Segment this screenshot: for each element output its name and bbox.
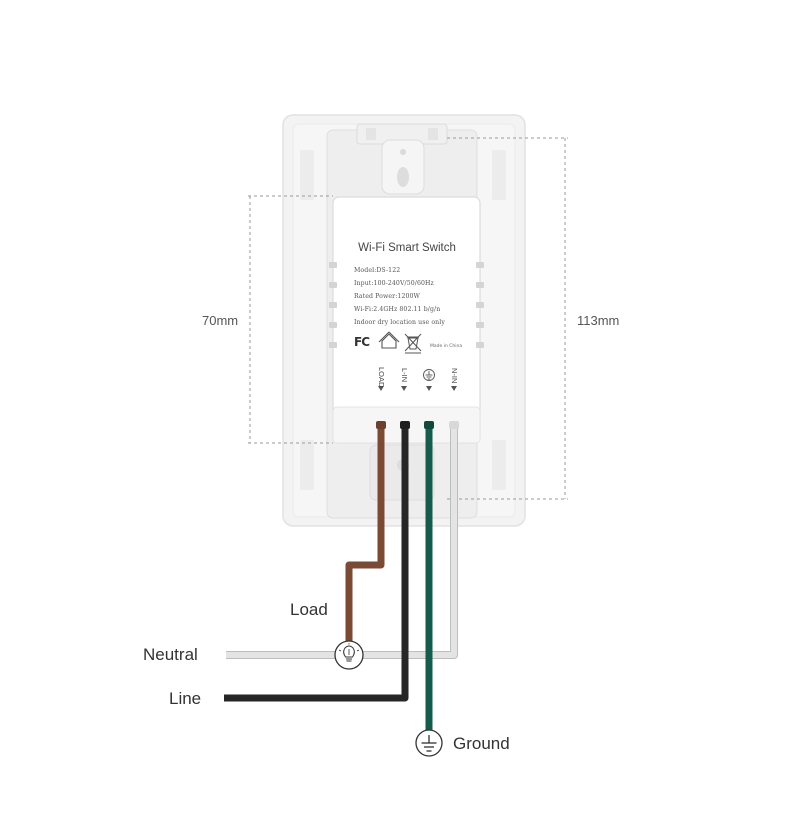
dimension-label-113mm: 113mm: [577, 313, 620, 328]
terminal-markers: [378, 386, 457, 391]
ground-icon: [415, 729, 443, 757]
yoke-top-notch-left: [366, 128, 376, 140]
terminal-label-n-in: N-IN: [450, 368, 459, 384]
made-in-label: Made in China: [430, 344, 463, 349]
yoke-screw-hole: [400, 149, 406, 155]
terminal-label-l-in: L-IN: [400, 368, 409, 383]
neutral-wire-inner: [226, 424, 457, 658]
fcc-mark: FC: [354, 335, 370, 349]
ground-terminal-icon: [423, 369, 435, 381]
line-wire: [224, 424, 409, 702]
module-vents-left: [329, 262, 337, 348]
plate-side-details: [300, 150, 506, 490]
terminal-label-load: LOAD: [377, 367, 386, 388]
module-vents-right: [476, 262, 484, 348]
load-wire: [345, 424, 385, 641]
bulb-icon: [334, 640, 364, 670]
spec-model: Model:DS-122: [354, 267, 401, 274]
wire-label-load: Load: [290, 600, 328, 619]
spec-rated-power: Rated Power:1200W: [354, 293, 421, 300]
terminal-caps: [376, 421, 459, 429]
module-specs: Model:DS-122 Input:100-240V/50/60Hz Rate…: [354, 264, 484, 329]
spec-wifi: Wi-Fi:2.4GHz 802.11 b/g/n: [354, 306, 441, 313]
wire-label-line: Line: [169, 689, 202, 708]
dimension-label-70mm: 70mm: [202, 313, 239, 328]
yoke-mount-slot: [397, 167, 409, 187]
weee-bin-icon: [404, 333, 422, 354]
home-icon: [378, 331, 400, 349]
wire-label-neutral: Neutral: [143, 645, 198, 664]
wire-label-ground: Ground: [453, 734, 510, 753]
yoke-top-notch-right: [428, 128, 438, 140]
module-title: Wi-Fi Smart Switch: [358, 242, 456, 254]
spec-indoor: Indoor dry location use only: [354, 319, 445, 326]
dimension-113mm: [447, 137, 568, 500]
dimension-70mm: [248, 195, 333, 444]
spec-input: Input:100-240V/50/60Hz: [354, 280, 434, 287]
